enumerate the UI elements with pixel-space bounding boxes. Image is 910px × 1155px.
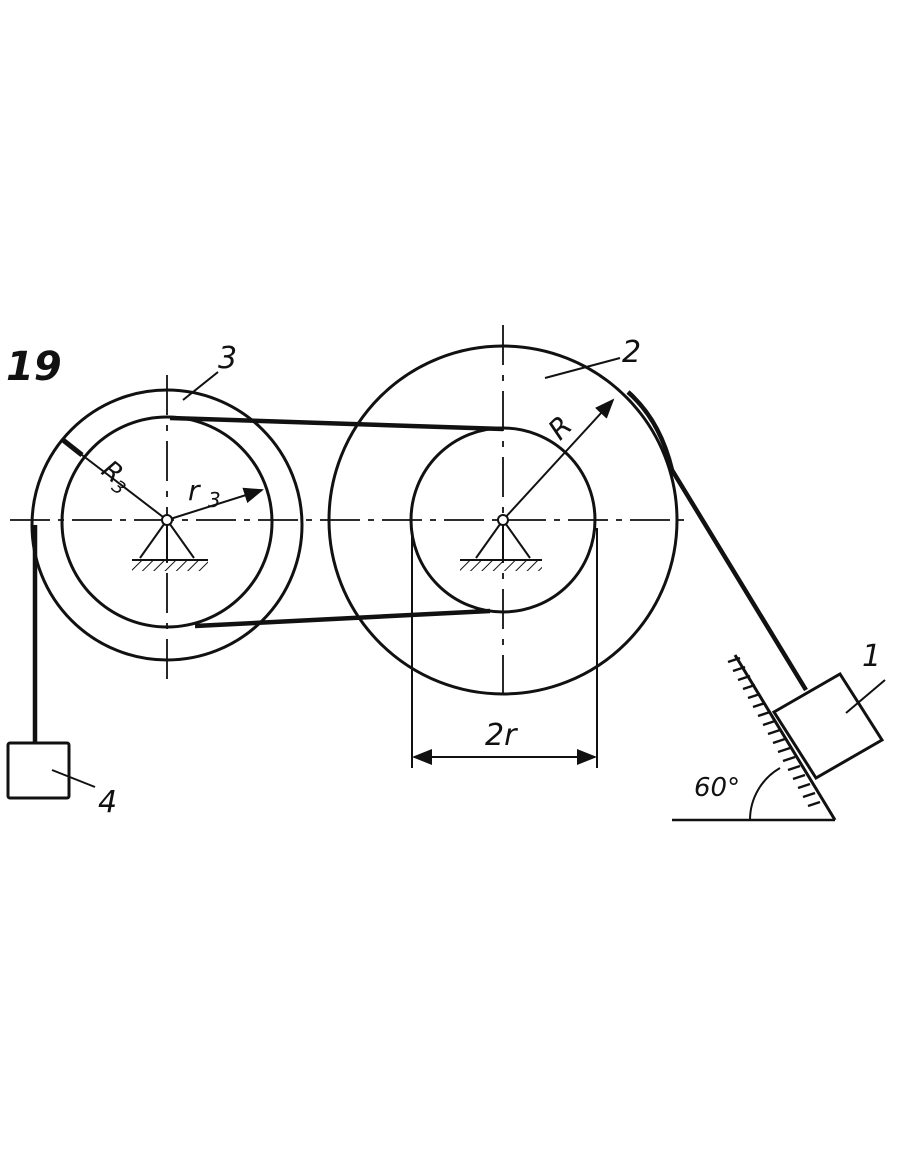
block1-leader	[845, 679, 886, 714]
block-1	[771, 671, 885, 781]
pulley3-axle	[161, 514, 173, 526]
figure-number: 19	[6, 344, 62, 390]
pulley3-outer-circle	[30, 388, 304, 662]
label-r3-subscript: 3	[208, 488, 221, 512]
body3-leader	[182, 371, 219, 401]
block4-leader	[51, 769, 96, 788]
belt-bottom	[194, 608, 491, 629]
label-body4: 4	[98, 785, 117, 820]
incline-hatching	[727, 656, 821, 808]
r3-radius-line	[166, 487, 264, 521]
R-radius-line	[502, 398, 615, 521]
belt-top	[169, 415, 504, 432]
label-body1: 1	[862, 639, 881, 674]
label-2r: 2r	[485, 718, 518, 753]
label-angle-60: 60°	[694, 773, 740, 803]
R3-arrow-tip	[61, 438, 84, 457]
pulley3-inner-circle	[60, 415, 274, 629]
incline-surface	[733, 654, 837, 821]
pulley2-support	[460, 519, 542, 571]
pulley2-outer-circle	[327, 344, 679, 696]
pulley2-axle	[497, 514, 509, 526]
label-body2: 2	[622, 335, 641, 370]
label-r3: r	[188, 474, 201, 507]
block-4	[6, 741, 71, 800]
label-body3: 3	[218, 341, 237, 376]
pulley3-support	[132, 519, 208, 571]
rope-to-block1	[626, 390, 808, 692]
angle-arc	[748, 767, 781, 821]
body2-leader	[544, 357, 621, 379]
